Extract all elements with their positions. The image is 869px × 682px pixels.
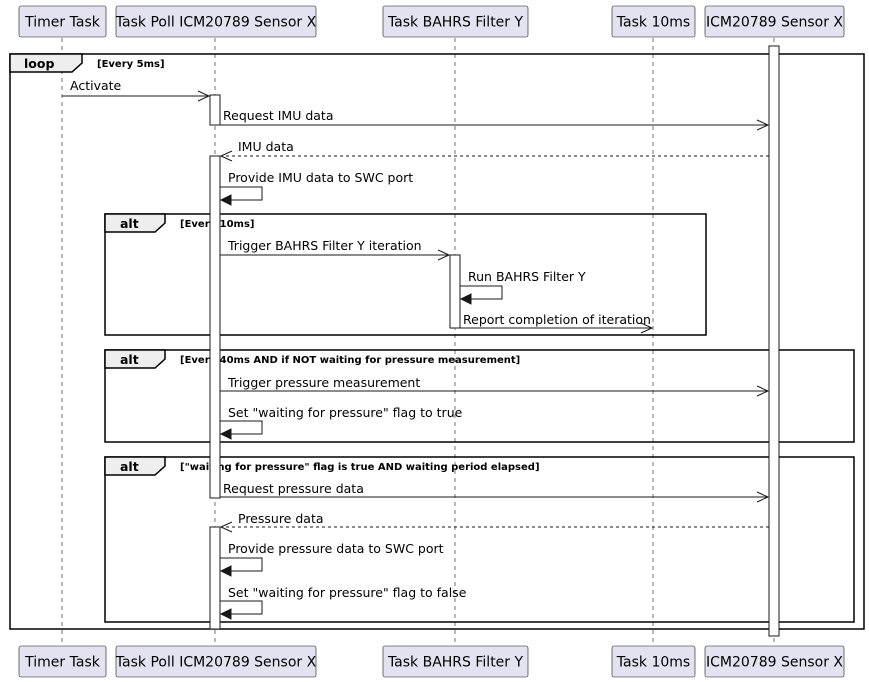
activation-poll-3 xyxy=(209,526,221,630)
participant-timer-task-top-label: Timer Task xyxy=(24,15,101,31)
message-imu-data-arrowhead xyxy=(219,150,233,162)
message-trigger-pressure-label: Trigger pressure measurement xyxy=(227,375,420,390)
message-set-flag-false-self xyxy=(220,600,263,615)
participants-top: Timer Task Task Poll ICM20789 Sensor X T… xyxy=(18,5,845,38)
fragment-alt-3: alt ["waiting for pressure" flag is true… xyxy=(104,456,855,623)
participant-task-10ms-top[interactable]: Task 10ms xyxy=(611,5,696,38)
message-request-imu-arrowhead xyxy=(756,119,770,131)
message-provide-imu-arrowhead xyxy=(219,194,232,206)
message-set-flag-true-self xyxy=(220,420,263,435)
participant-icm-sensor-bottom[interactable]: ICM20789 Sensor X xyxy=(704,645,845,678)
participant-timer-task-top[interactable]: Timer Task xyxy=(18,5,107,38)
message-report-completion-arrowhead xyxy=(640,322,654,334)
participants-bottom: Timer Task Task Poll ICM20789 Sensor X T… xyxy=(18,645,845,678)
message-provide-pressure-self xyxy=(220,557,263,572)
fragment-loop-keyword: loop xyxy=(24,56,54,71)
message-run-bahrs-self xyxy=(460,285,503,300)
participant-timer-task-bottom[interactable]: Timer Task xyxy=(18,645,107,678)
activation-bahrs xyxy=(449,254,461,329)
participant-task-poll-top[interactable]: Task Poll ICM20789 Sensor X xyxy=(115,5,317,38)
message-provide-pressure-arrowhead xyxy=(219,565,232,577)
message-trigger-bahrs-label: Trigger BAHRS Filter Y iteration xyxy=(227,238,422,253)
message-run-bahrs-label: Run BAHRS Filter Y xyxy=(468,269,586,284)
participant-task-10ms-bottom-label: Task 10ms xyxy=(616,655,690,671)
message-set-flag-false-arrowhead xyxy=(219,608,232,620)
message-set-flag-true-label: Set "waiting for pressure" flag to true xyxy=(228,405,463,420)
message-activate-label: Activate xyxy=(70,78,122,93)
message-trigger-pressure-arrowhead xyxy=(756,385,770,397)
activation-poll-1 xyxy=(209,94,221,126)
participant-task-10ms-bottom[interactable]: Task 10ms xyxy=(611,645,696,678)
message-provide-imu-self xyxy=(220,186,263,201)
fragment-alt-2-keyword: alt xyxy=(120,352,139,367)
message-provide-pressure-label: Provide pressure data to SWC port xyxy=(228,541,444,556)
participant-task-10ms-top-label: Task 10ms xyxy=(616,15,690,31)
messages xyxy=(62,90,770,620)
message-labels: Activate Request IMU data IMU data Provi… xyxy=(70,78,651,600)
participant-task-bahrs-top[interactable]: Task BAHRS Filter Y xyxy=(382,5,529,38)
participant-icm-sensor-top[interactable]: ICM20789 Sensor X xyxy=(704,5,845,38)
message-pressure-data-label: Pressure data xyxy=(238,511,324,526)
message-report-completion-label: Report completion of iteration xyxy=(463,312,651,327)
activations xyxy=(209,45,780,637)
message-run-bahrs-arrowhead xyxy=(459,293,472,305)
participant-task-bahrs-bottom[interactable]: Task BAHRS Filter Y xyxy=(382,645,529,678)
fragment-alt-1-keyword: alt xyxy=(120,216,139,231)
participant-task-bahrs-bottom-label: Task BAHRS Filter Y xyxy=(387,655,524,671)
fragment-alt-3-guard: ["waiting for pressure" flag is true AND… xyxy=(180,462,540,473)
message-set-flag-true-arrowhead xyxy=(219,428,232,440)
message-imu-data-label: IMU data xyxy=(238,139,294,154)
fragment-loop-guard: [Every 5ms] xyxy=(97,59,165,70)
activation-poll-2 xyxy=(209,155,221,499)
participant-timer-task-bottom-label: Timer Task xyxy=(24,655,101,671)
fragment-alt-2-guard: [Every 40ms AND if NOT waiting for press… xyxy=(180,355,520,366)
message-request-pressure-label: Request pressure data xyxy=(223,481,364,496)
fragment-alt-3-keyword: alt xyxy=(120,459,139,474)
activation-sensor xyxy=(768,45,780,637)
participant-task-poll-bottom-label: Task Poll ICM20789 Sensor X xyxy=(115,655,317,671)
message-pressure-data-arrowhead xyxy=(219,521,233,533)
message-provide-imu-label: Provide IMU data to SWC port xyxy=(228,170,413,185)
participant-task-poll-bottom[interactable]: Task Poll ICM20789 Sensor X xyxy=(115,645,317,678)
fragment-alt-2: alt [Every 40ms AND if NOT waiting for p… xyxy=(104,349,855,443)
message-set-flag-false-label: Set "waiting for pressure" flag to false xyxy=(228,585,467,600)
participant-task-bahrs-top-label: Task BAHRS Filter Y xyxy=(387,15,524,31)
message-trigger-bahrs-arrowhead xyxy=(437,249,451,261)
fragment-loop: loop [Every 5ms] xyxy=(9,53,865,630)
participant-icm-sensor-bottom-label: ICM20789 Sensor X xyxy=(706,655,843,671)
message-request-imu-label: Request IMU data xyxy=(223,108,334,123)
message-request-pressure-arrowhead xyxy=(756,491,770,503)
participant-icm-sensor-top-label: ICM20789 Sensor X xyxy=(706,15,843,31)
message-activate-arrowhead xyxy=(197,90,211,102)
participant-task-poll-top-label: Task Poll ICM20789 Sensor X xyxy=(115,15,317,31)
